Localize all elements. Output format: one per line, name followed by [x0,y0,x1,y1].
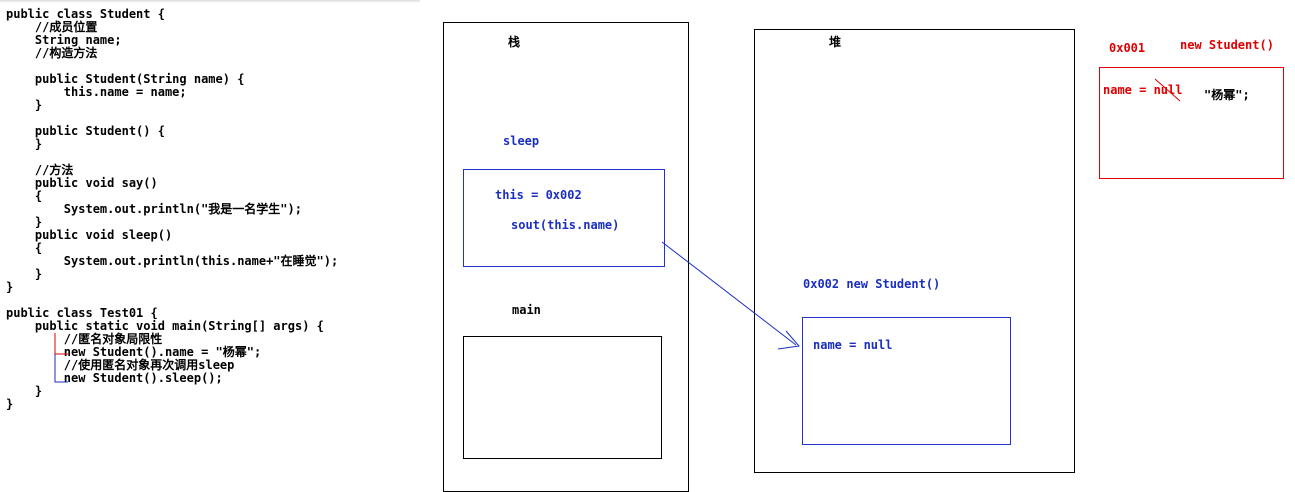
first-object-field: name = null [1103,83,1183,97]
code-listing: public class Student { //成员位置 String nam… [6,8,338,411]
code-line: { [6,189,43,203]
code-line: String name; [6,33,122,47]
code-line: //成员位置 [6,20,98,34]
heap-title: 堆 [829,35,842,49]
heap-object-header: 0x002 new Student() [803,277,941,291]
code-line: System.out.println(this.name+"在睡觉"); [6,254,339,268]
code-line: { [6,241,43,255]
first-object-constructor: new Student() [1180,38,1274,52]
code-line: new Student().sleep(); [6,371,223,385]
code-line: } [6,98,43,112]
code-line: public static void main(String[] args) { [6,319,324,333]
code-line: public Student(String name) { [6,72,245,86]
heap-object [802,317,1011,445]
code-line: public Student() { [6,124,165,138]
code-line: } [6,215,43,229]
main-frame-label: main [512,303,541,317]
main-frame [463,336,662,459]
code-line: new Student().name = "杨幂"; [6,345,262,359]
code-line: //使用匿名对象再次调用sleep [6,358,235,372]
code-line: //构造方法 [6,46,98,60]
code-line: public void say() [6,176,158,190]
code-line: } [6,384,43,398]
first-object-box [1099,67,1284,179]
stack-title: 栈 [508,35,521,49]
first-object-address: 0x001 [1109,41,1146,55]
sleep-frame-sout: sout(this.name) [511,218,620,232]
sleep-frame-this: this = 0x002 [495,188,582,202]
code-line: public class Student { [6,7,165,21]
code-line: public class Test01 { [6,306,158,320]
heap-object-field: name = null [813,338,893,352]
code-line: //方法 [6,163,74,177]
code-line: } [6,280,14,294]
code-line: //匿名对象局限性 [6,332,163,346]
code-line: } [6,397,14,411]
top-shadow [0,0,420,3]
code-line: public void sleep() [6,228,173,242]
sleep-frame [463,169,665,267]
code-line: this.name = name; [6,85,187,99]
code-line: } [6,267,43,281]
code-line: } [6,137,43,151]
code-line: System.out.println("我是一名学生"); [6,202,302,216]
first-object-assigned-value: "杨幂"; [1204,88,1250,102]
sleep-frame-label: sleep [503,134,540,148]
